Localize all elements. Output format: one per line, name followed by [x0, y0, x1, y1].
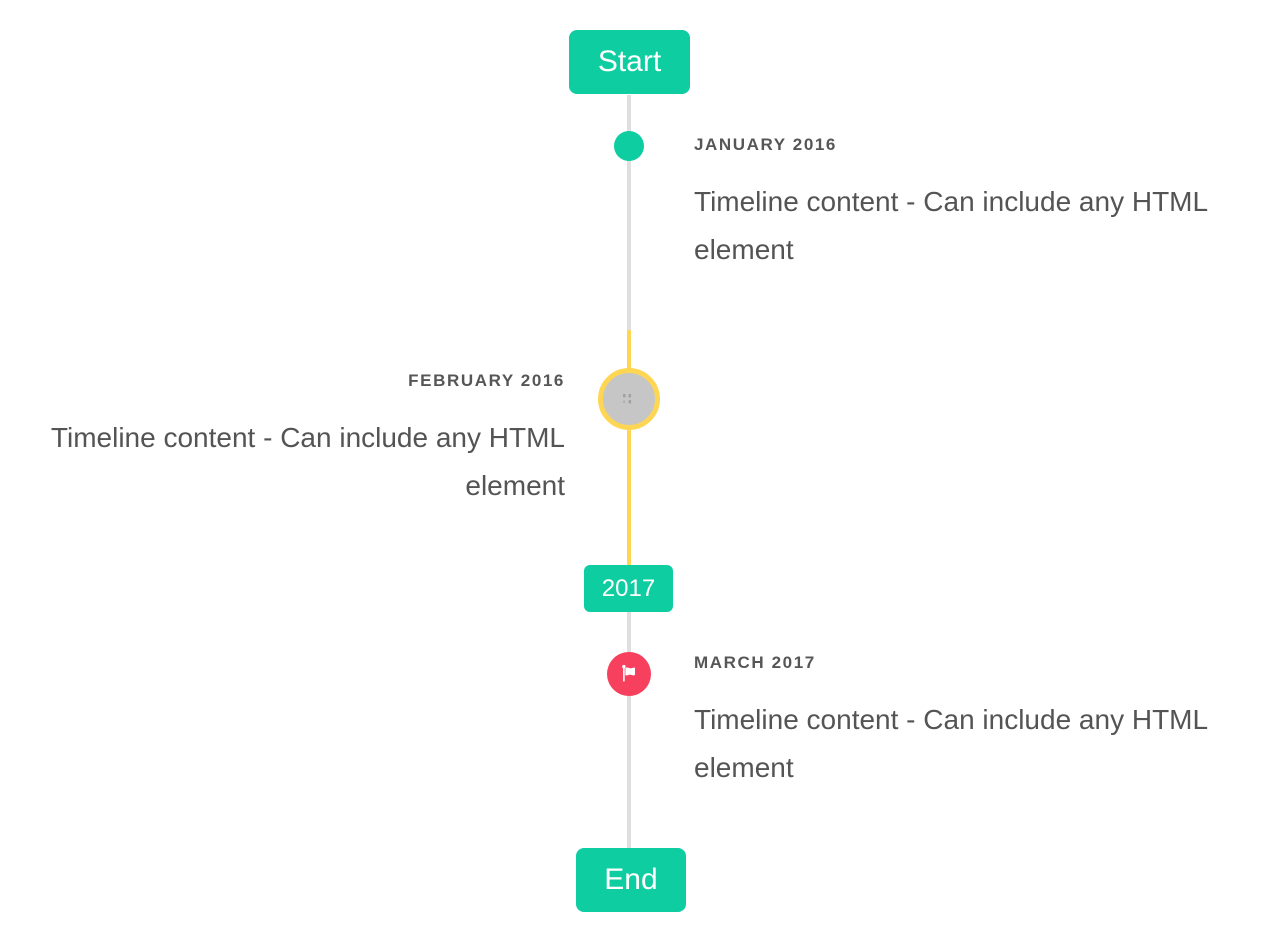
- end-badge: End: [576, 848, 686, 912]
- event-content: Timeline content - Can include any HTML …: [50, 422, 565, 501]
- timeline-event-february-2016: FEBRUARY 2016 Timeline content - Can inc…: [25, 371, 565, 510]
- event-marker-flag: [607, 652, 651, 696]
- start-badge: Start: [569, 30, 690, 94]
- event-content: Timeline content - Can include any HTML …: [694, 186, 1208, 265]
- timeline-event-january-2016: JANUARY 2016 Timeline content - Can incl…: [694, 135, 1234, 274]
- event-date: JANUARY 2016: [694, 135, 837, 154]
- flag-icon: [622, 664, 635, 682]
- event-date: FEBRUARY 2016: [408, 371, 565, 390]
- year-2017-badge: 2017: [584, 565, 673, 612]
- teal-dot-icon: [614, 131, 644, 161]
- timeline-line-active-segment: [627, 330, 631, 566]
- image-placeholder-icon: [623, 393, 632, 403]
- event-content: Timeline content - Can include any HTML …: [694, 704, 1208, 783]
- event-marker-image-placeholder: [598, 368, 660, 430]
- event-date: MARCH 2017: [694, 653, 816, 672]
- timeline-event-march-2017: MARCH 2017 Timeline content - Can includ…: [694, 653, 1234, 792]
